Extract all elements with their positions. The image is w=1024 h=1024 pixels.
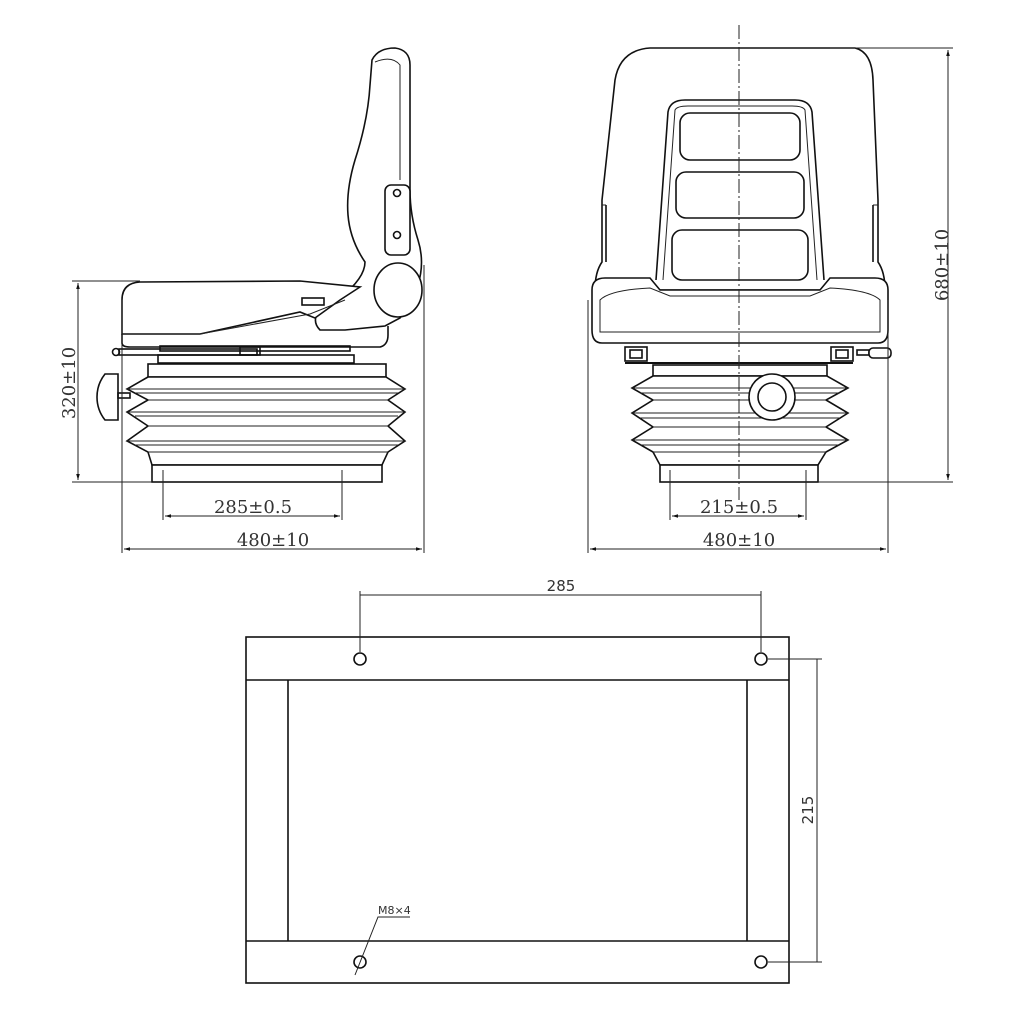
- plan-x-label: 285: [547, 577, 576, 595]
- side-seat-cushion: [121, 280, 363, 335]
- side-pivot: [373, 262, 423, 318]
- mount-hole: [353, 652, 367, 666]
- mount-hole: [754, 652, 768, 666]
- front-base-label: 215±0.5: [700, 497, 778, 518]
- front-bellows: [630, 364, 850, 483]
- mounting-plan: 285 215 M8×4: [245, 577, 822, 984]
- base-frame-outer: [245, 636, 790, 984]
- side-base-label: 285±0.5: [214, 497, 292, 518]
- plan-y-label: 215: [799, 796, 817, 825]
- mount-hole: [754, 955, 768, 969]
- side-base-dimension: 285±0.5: [162, 470, 343, 520]
- side-hinge-bracket: [384, 184, 411, 256]
- mount-hole: [353, 955, 367, 969]
- front-back-panel: [655, 99, 825, 281]
- side-adjust-knob: [96, 373, 119, 421]
- front-back-slot: [679, 112, 801, 161]
- front-back-slot: [671, 229, 809, 281]
- side-height-label: 320±10: [59, 347, 80, 419]
- side-width-label: 480±10: [237, 530, 309, 551]
- side-view: 320±10 285±0.5 480±10: [59, 47, 425, 553]
- side-height-dimension: 320±10: [59, 280, 152, 483]
- plan-y-dimension: 215: [768, 658, 822, 963]
- front-lever-handle: [868, 347, 892, 359]
- side-lever: [301, 297, 325, 306]
- bolt-callout: M8×4: [354, 904, 411, 976]
- side-width-dimension: 480±10: [121, 265, 425, 553]
- front-back-slot: [675, 171, 805, 219]
- front-mount-brackets: [624, 346, 892, 364]
- plan-x-dimension: 285: [359, 577, 762, 652]
- bolt-note: M8×4: [378, 904, 411, 917]
- front-backrest: [594, 47, 886, 291]
- front-adjust-knob: [748, 373, 796, 421]
- front-height-dimension: 680±10: [818, 47, 953, 483]
- side-bellows: [125, 363, 407, 483]
- front-width-label: 480±10: [703, 530, 775, 551]
- front-height-label: 680±10: [932, 229, 953, 301]
- side-backrest: [314, 47, 423, 331]
- front-view: 680±10 215±0.5 480±10: [587, 25, 953, 553]
- front-base-dimension: 215±0.5: [669, 470, 807, 520]
- front-width-dimension: 480±10: [587, 300, 889, 553]
